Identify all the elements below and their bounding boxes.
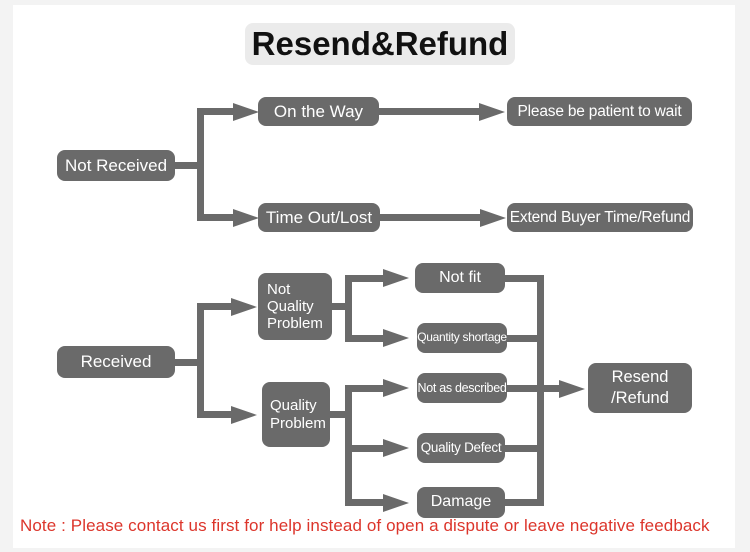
connector-received-split bbox=[197, 303, 204, 418]
connector-not-received-stub bbox=[175, 162, 201, 169]
arrowhead-to-not-as-described bbox=[383, 379, 409, 397]
connector-to-not-quality-problem bbox=[197, 303, 231, 310]
node-on-the-way: On the Way bbox=[258, 97, 379, 126]
node-extend-buyer-time-refund: Extend Buyer Time/Refund bbox=[507, 203, 693, 232]
connector-to-quality-defect bbox=[345, 444, 383, 452]
connector-not-fit-to-rail bbox=[505, 274, 544, 282]
node-quality-problem: Quality Problem bbox=[262, 382, 330, 447]
connector-nqp-stub bbox=[332, 303, 352, 310]
arrowhead-to-resend-refund bbox=[559, 379, 585, 398]
node-not-fit: Not fit bbox=[415, 263, 505, 293]
node-damage: Damage bbox=[417, 487, 505, 518]
connector-to-quantity-shortage bbox=[345, 334, 383, 342]
connector-to-not-as-described bbox=[345, 384, 383, 392]
arrowhead-to-not-quality-problem bbox=[231, 297, 257, 316]
arrowhead-to-not-fit bbox=[383, 269, 409, 287]
connector-to-on-the-way bbox=[197, 108, 233, 115]
arrowhead-to-quality-problem bbox=[231, 405, 257, 424]
connector-to-damage bbox=[345, 499, 383, 506]
arrowhead-to-on-the-way bbox=[233, 102, 259, 121]
node-not-as-described: Not as described bbox=[417, 373, 507, 403]
connector-nqp-split bbox=[345, 274, 352, 342]
footer-note: Note : Please contact us first for help … bbox=[20, 516, 710, 535]
node-not-received: Not Received bbox=[57, 150, 175, 181]
connector-to-time-out-lost bbox=[197, 214, 233, 221]
connector-damage-to-rail bbox=[505, 499, 544, 506]
connector-to-quality-problem bbox=[197, 411, 231, 418]
arrowhead-to-damage bbox=[383, 493, 409, 512]
node-please-be-patient: Please be patient to wait bbox=[507, 97, 692, 126]
node-time-out-lost: Time Out/Lost bbox=[258, 203, 380, 232]
arrowhead-to-time-out-lost bbox=[233, 208, 259, 227]
node-quality-defect: Quality Defect bbox=[417, 433, 505, 463]
node-not-quality-problem: Not Quality Problem bbox=[258, 273, 332, 340]
connector-to-not-fit bbox=[345, 274, 383, 282]
connector-to-please-be-patient bbox=[379, 108, 479, 115]
arrowhead-to-quantity-shortage bbox=[383, 329, 409, 347]
arrowhead-to-extend-buyer bbox=[480, 208, 506, 227]
connector-qp-stub bbox=[330, 411, 352, 418]
node-received: Received bbox=[57, 346, 175, 378]
node-resend-refund: Resend /Refund bbox=[588, 363, 692, 413]
connector-not-as-described-to-rail bbox=[507, 384, 559, 392]
connector-to-extend-buyer bbox=[380, 214, 480, 221]
arrowhead-to-quality-defect bbox=[383, 439, 409, 457]
connector-not-received-split bbox=[197, 108, 204, 221]
node-quantity-shortage: Quantity shortage bbox=[417, 323, 507, 353]
arrowhead-to-please-be-patient bbox=[479, 102, 505, 121]
diagram-title: Resend&Refund bbox=[245, 23, 515, 65]
connector-quantity-shortage-to-rail bbox=[507, 334, 544, 342]
connector-quality-defect-to-rail bbox=[505, 444, 544, 452]
connector-received-stub bbox=[175, 358, 201, 366]
